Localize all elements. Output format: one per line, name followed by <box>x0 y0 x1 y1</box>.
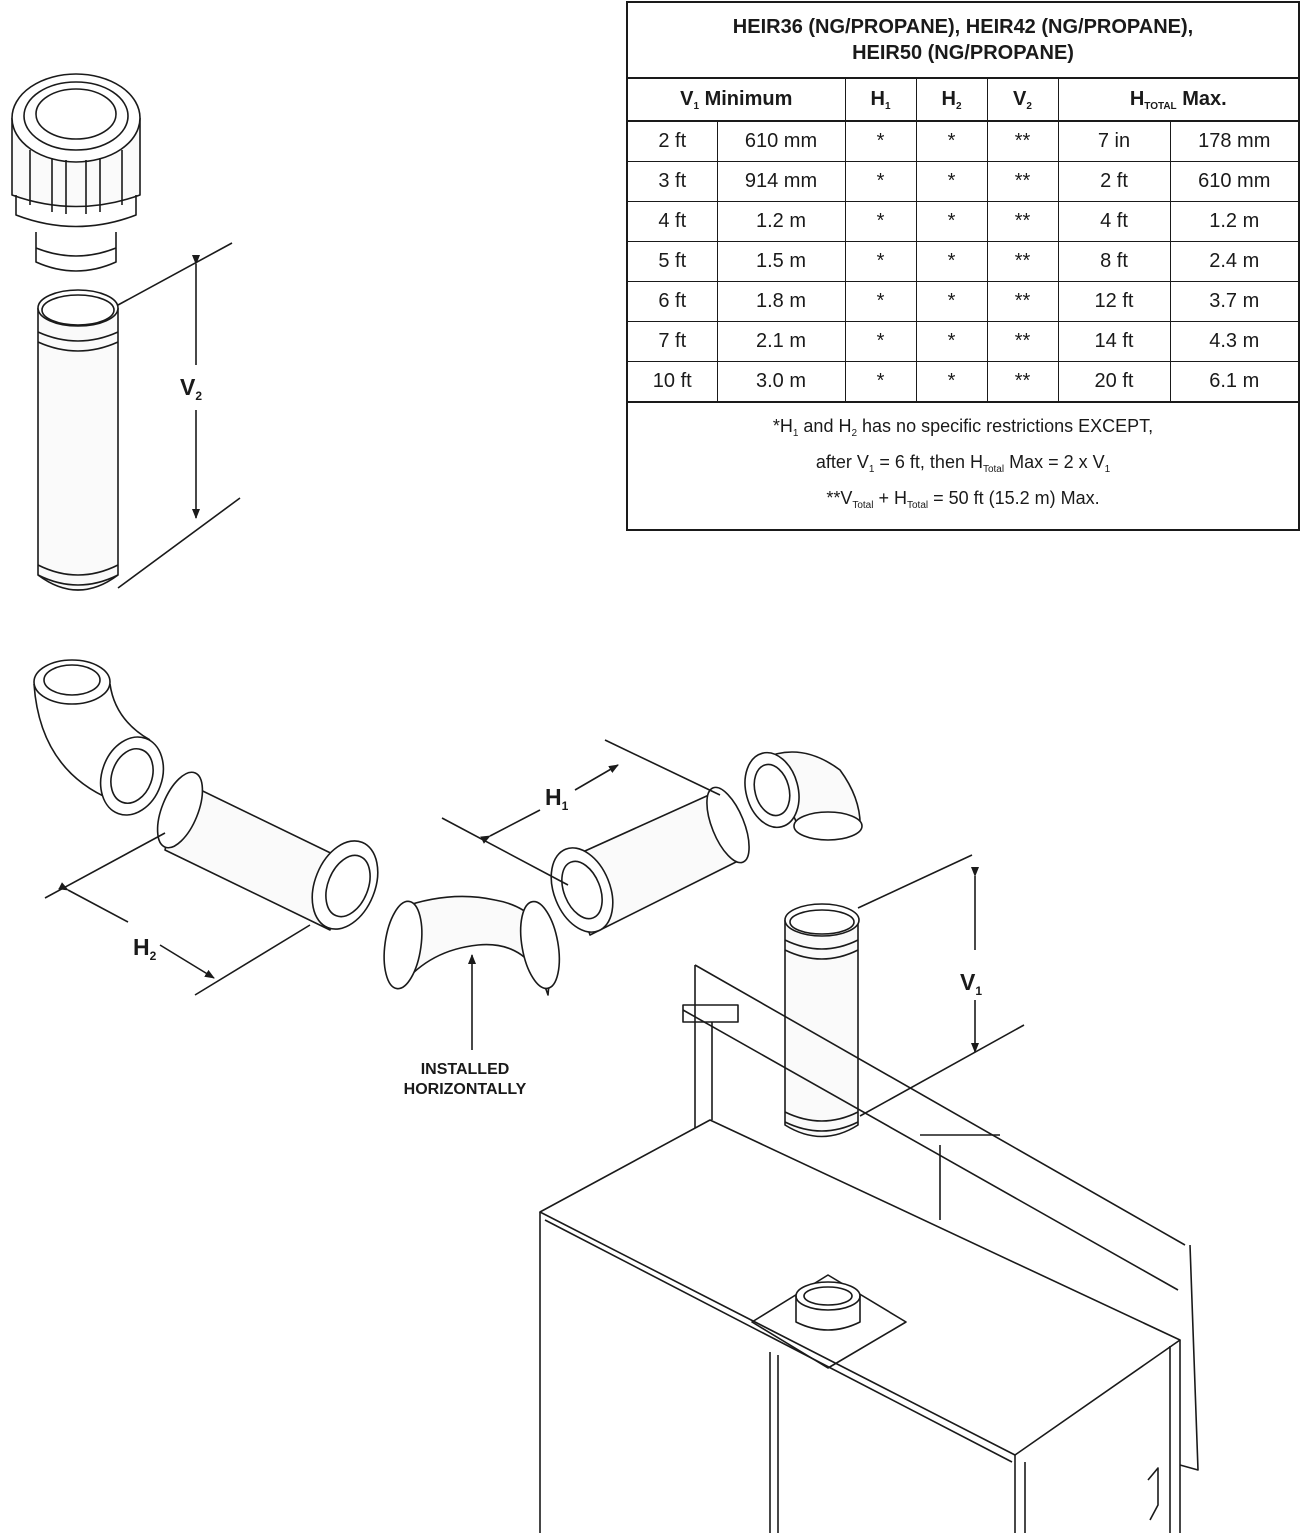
center-elbow <box>383 895 561 996</box>
h1-dimension-label: H1 <box>545 784 569 813</box>
cell-v1-metric: 2.1 m <box>716 321 846 362</box>
cell-v2: ** <box>986 281 1059 322</box>
cell-h1: * <box>844 161 917 202</box>
horizontal-pipe-h1 <box>550 786 750 936</box>
cell-v2: ** <box>986 241 1059 282</box>
header-v2: V2 <box>986 77 1059 122</box>
table-notes: *H1 and H2 has no specific restrictions … <box>626 401 1300 531</box>
cell-v2: ** <box>986 321 1059 362</box>
cell-htotal-imperial: 14 ft <box>1057 321 1171 362</box>
elbow-right <box>744 751 863 841</box>
cell-htotal-metric: 2.4 m <box>1169 241 1300 282</box>
v1-dimension-label: V1 <box>960 969 982 998</box>
cell-v1-metric: 3.0 m <box>716 361 846 403</box>
cell-htotal-imperial: 20 ft <box>1057 361 1171 403</box>
cell-h2: * <box>915 201 988 242</box>
venting-spec-table: HEIR36 (NG/PROPANE), HEIR42 (NG/PROPANE)… <box>626 1 1300 531</box>
cell-htotal-imperial: 12 ft <box>1057 281 1171 322</box>
cell-h2: * <box>915 241 988 282</box>
header-h1: H1 <box>844 77 917 122</box>
cell-htotal-metric: 178 mm <box>1169 120 1300 162</box>
cell-htotal-metric: 6.1 m <box>1169 361 1300 403</box>
cell-htotal-imperial: 4 ft <box>1057 201 1171 242</box>
cell-v1-metric: 1.5 m <box>716 241 846 282</box>
cell-v1-ft: 4 ft <box>626 201 718 242</box>
cell-v1-ft: 6 ft <box>626 281 718 322</box>
cell-v1-metric: 1.2 m <box>716 201 846 242</box>
cell-v1-ft: 2 ft <box>626 120 718 162</box>
cell-h2: * <box>915 361 988 403</box>
table-title: HEIR36 (NG/PROPANE), HEIR42 (NG/PROPANE)… <box>626 1 1300 79</box>
cell-h1: * <box>844 281 917 322</box>
cell-v2: ** <box>986 361 1059 403</box>
cell-v1-ft: 3 ft <box>626 161 718 202</box>
note-total-max: **VTotal + HTotal = 50 ft (15.2 m) Max. <box>826 488 1100 511</box>
cell-v1-ft: 7 ft <box>626 321 718 362</box>
cell-v1-ft: 5 ft <box>626 241 718 282</box>
cell-htotal-metric: 610 mm <box>1169 161 1300 202</box>
cell-h2: * <box>915 161 988 202</box>
cell-htotal-metric: 3.7 m <box>1169 281 1300 322</box>
header-htotal-max: HTOTAL Max. <box>1057 77 1300 122</box>
vertical-pipe-v2 <box>37 289 119 591</box>
cell-h1: * <box>844 241 917 282</box>
cell-htotal-imperial: 8 ft <box>1057 241 1171 282</box>
cell-htotal-metric: 4.3 m <box>1169 321 1300 362</box>
cell-v1-metric: 914 mm <box>716 161 846 202</box>
note-h1-h2: *H1 and H2 has no specific restrictions … <box>772 416 1154 439</box>
horizontal-pipe-h2 <box>156 771 379 931</box>
cell-v1-metric: 610 mm <box>716 120 846 162</box>
cell-htotal-imperial: 2 ft <box>1057 161 1171 202</box>
cell-htotal-metric: 1.2 m <box>1169 201 1300 242</box>
v2-dimension-label: V2 <box>180 374 202 403</box>
cell-h1: * <box>844 201 917 242</box>
cell-htotal-imperial: 7 in <box>1057 120 1171 162</box>
cell-v2: ** <box>986 120 1059 162</box>
vertical-pipe-v1 <box>784 903 860 1138</box>
cell-v2: ** <box>986 161 1059 202</box>
cell-h2: * <box>915 321 988 362</box>
cell-v1-ft: 10 ft <box>626 361 718 403</box>
termination-cap <box>11 73 141 272</box>
h2-dimension-label: H2 <box>133 934 157 963</box>
cell-h2: * <box>915 120 988 162</box>
cell-h2: * <box>915 281 988 322</box>
header-h2: H2 <box>915 77 988 122</box>
fireplace-unit <box>539 1119 1181 1533</box>
standoff-framing <box>682 964 1199 1471</box>
header-v1-minimum: V1 Minimum <box>626 77 846 122</box>
cell-h1: * <box>844 120 917 162</box>
cell-v1-metric: 1.8 m <box>716 281 846 322</box>
elbow-left <box>33 659 165 816</box>
callout-installed: INSTALLED <box>421 1061 510 1078</box>
cell-v2: ** <box>986 201 1059 242</box>
cell-h1: * <box>844 361 917 403</box>
note-after-v1: after V1 = 6 ft, then HTotal Max = 2 x V… <box>815 452 1111 475</box>
cell-h1: * <box>844 321 917 362</box>
callout-horizontally: HORIZONTALLY <box>404 1081 527 1098</box>
